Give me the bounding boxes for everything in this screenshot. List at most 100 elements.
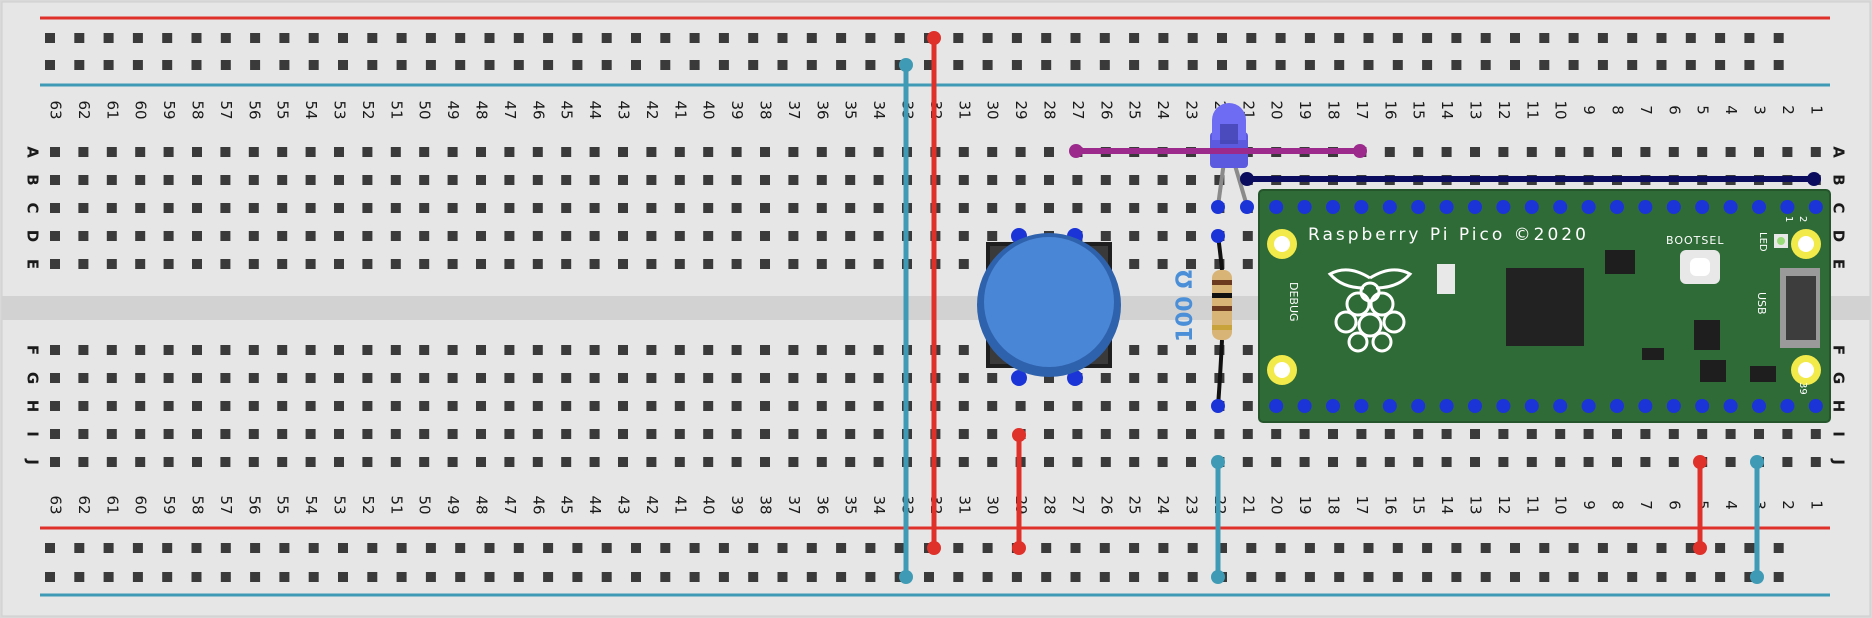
rail-hole[interactable]: [1568, 33, 1579, 43]
breadboard-hole[interactable]: [1072, 429, 1083, 439]
breadboard-hole[interactable]: [192, 175, 202, 185]
breadboard-hole[interactable]: [1328, 457, 1338, 467]
rail-hole[interactable]: [894, 33, 905, 43]
breadboard-hole[interactable]: [1214, 429, 1225, 439]
rail-hole[interactable]: [45, 543, 55, 553]
breadboard-hole[interactable]: [589, 147, 600, 157]
rail-hole[interactable]: [1744, 60, 1755, 70]
rail-hole[interactable]: [1597, 572, 1608, 582]
breadboard-hole[interactable]: [78, 457, 89, 467]
breadboard-hole[interactable]: [1810, 429, 1821, 439]
rail-hole[interactable]: [1480, 60, 1491, 70]
resistor-component[interactable]: 100 Ω: [1173, 229, 1232, 413]
breadboard-hole[interactable]: [958, 373, 969, 383]
rail-hole[interactable]: [718, 60, 729, 70]
breadboard-hole[interactable]: [220, 401, 231, 411]
breadboard-hole[interactable]: [816, 147, 827, 157]
rail-hole[interactable]: [660, 543, 671, 553]
rail-hole[interactable]: [484, 33, 495, 43]
breadboard-hole[interactable]: [731, 373, 742, 383]
breadboard-hole[interactable]: [277, 259, 288, 269]
rail-hole[interactable]: [1685, 572, 1696, 582]
rail-hole[interactable]: [1187, 543, 1198, 553]
breadboard-hole[interactable]: [476, 231, 486, 241]
rail-hole[interactable]: [601, 33, 612, 43]
breadboard-hole[interactable]: [1044, 373, 1054, 383]
breadboard-hole[interactable]: [50, 401, 60, 411]
rail-hole[interactable]: [1041, 543, 1052, 553]
breadboard-hole[interactable]: [1441, 429, 1452, 439]
breadboard-hole[interactable]: [816, 345, 827, 355]
rail-hole[interactable]: [1392, 60, 1403, 70]
breadboard-hole[interactable]: [419, 345, 430, 355]
rail-hole[interactable]: [279, 60, 290, 70]
breadboard-hole[interactable]: [873, 373, 884, 383]
breadboard-hole[interactable]: [1810, 147, 1821, 157]
rail-hole[interactable]: [1451, 60, 1462, 70]
breadboard-hole[interactable]: [1384, 457, 1395, 467]
rail-hole[interactable]: [1510, 60, 1520, 70]
breadboard-hole[interactable]: [334, 231, 344, 241]
breadboard-hole[interactable]: [390, 373, 401, 383]
rail-hole[interactable]: [806, 33, 817, 43]
breadboard-hole[interactable]: [1072, 401, 1083, 411]
breadboard-hole[interactable]: [334, 175, 344, 185]
breadboard-hole[interactable]: [1384, 429, 1395, 439]
breadboard-hole[interactable]: [646, 203, 657, 213]
breadboard-hole[interactable]: [135, 345, 146, 355]
breadboard-hole[interactable]: [447, 147, 458, 157]
breadboard-hole[interactable]: [1015, 203, 1026, 213]
rail-hole[interactable]: [1685, 33, 1696, 43]
rail-hole[interactable]: [865, 572, 876, 582]
breadboard-hole[interactable]: [1100, 373, 1111, 383]
breadboard-hole[interactable]: [334, 429, 344, 439]
breadboard-hole[interactable]: [618, 259, 628, 269]
breadboard-hole[interactable]: [1356, 429, 1367, 439]
rail-hole[interactable]: [308, 543, 319, 553]
rail-hole[interactable]: [484, 572, 495, 582]
breadboard-hole[interactable]: [504, 345, 515, 355]
rail-hole[interactable]: [601, 572, 612, 582]
rail-hole[interactable]: [543, 60, 554, 70]
breadboard-hole[interactable]: [305, 373, 316, 383]
rail-hole[interactable]: [1568, 60, 1579, 70]
rail-hole[interactable]: [455, 543, 466, 553]
breadboard-hole[interactable]: [845, 373, 856, 383]
rail-hole[interactable]: [1246, 543, 1257, 553]
breadboard-hole[interactable]: [390, 147, 401, 157]
rail-hole[interactable]: [1099, 33, 1110, 43]
breadboard-hole[interactable]: [1668, 457, 1679, 467]
breadboard-hole[interactable]: [987, 373, 998, 383]
breadboard-hole[interactable]: [845, 147, 856, 157]
breadboard-hole[interactable]: [674, 429, 685, 439]
rail-hole[interactable]: [338, 60, 348, 70]
rail-hole[interactable]: [396, 60, 407, 70]
breadboard-hole[interactable]: [1299, 429, 1310, 439]
breadboard-hole[interactable]: [618, 373, 628, 383]
breadboard-hole[interactable]: [1186, 457, 1196, 467]
breadboard-hole[interactable]: [674, 203, 685, 213]
breadboard-hole[interactable]: [419, 457, 430, 467]
rail-hole[interactable]: [425, 572, 436, 582]
breadboard-hole[interactable]: [958, 401, 969, 411]
breadboard-hole[interactable]: [1044, 457, 1054, 467]
rail-hole[interactable]: [718, 572, 729, 582]
breadboard-hole[interactable]: [1498, 147, 1509, 157]
rail-hole[interactable]: [572, 572, 583, 582]
rail-hole[interactable]: [1715, 33, 1726, 43]
breadboard-hole[interactable]: [135, 203, 146, 213]
rail-hole[interactable]: [513, 60, 524, 70]
rail-hole[interactable]: [660, 60, 671, 70]
breadboard-hole[interactable]: [873, 147, 884, 157]
breadboard-hole[interactable]: [731, 429, 742, 439]
breadboard-hole[interactable]: [277, 147, 288, 157]
breadboard-hole[interactable]: [362, 147, 373, 157]
breadboard-hole[interactable]: [220, 231, 231, 241]
rail-hole[interactable]: [1685, 543, 1696, 553]
breadboard-hole[interactable]: [248, 401, 259, 411]
breadboard-hole[interactable]: [618, 231, 628, 241]
breadboard-hole[interactable]: [1157, 231, 1168, 241]
breadboard-hole[interactable]: [731, 259, 742, 269]
rail-hole[interactable]: [367, 543, 378, 553]
breadboard-hole[interactable]: [305, 401, 316, 411]
